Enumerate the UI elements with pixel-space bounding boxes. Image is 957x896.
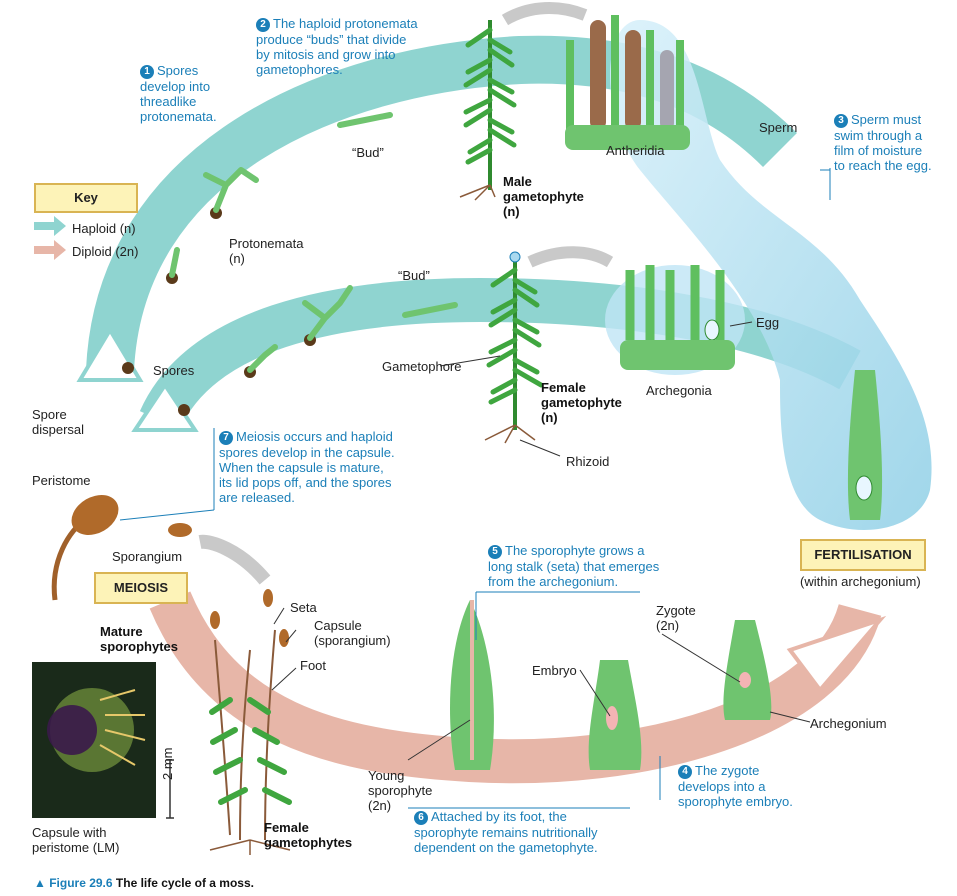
embryo-archegonium <box>588 660 642 770</box>
antheridia-label: Antheridia <box>606 143 665 158</box>
bud-label-mid: “Bud” <box>398 268 430 283</box>
archegonia-cluster <box>605 265 745 375</box>
step-5-text: The sporophyte grows a long stalk (seta)… <box>488 543 660 589</box>
figure-number: ▲ Figure 29.6 <box>34 876 113 890</box>
zygote-archegonium <box>723 620 772 720</box>
archegonia-label: Archegonia <box>646 383 712 398</box>
embryo-label: Embryo <box>532 663 577 678</box>
fertilisation-label: FERTILISATION <box>814 547 912 562</box>
seta-label: Seta <box>290 600 317 615</box>
egg-label: Egg <box>756 315 780 330</box>
antheridia-cluster <box>565 15 690 150</box>
key-haploid-label: Haploid (n) <box>72 221 136 236</box>
key-diploid-label: Diploid (2n) <box>72 244 139 259</box>
step-6-number: 6 <box>414 811 428 825</box>
step-leader-lines <box>119 168 831 809</box>
capsule-lm-photo <box>32 662 156 818</box>
key-haploid-arrow-icon <box>34 216 66 236</box>
capsule-with-peristome-label: Capsule with peristome (LM) <box>32 825 120 855</box>
capsule-label: Capsule (sporangium) <box>314 618 391 648</box>
leader-lines <box>271 321 811 761</box>
fertilisation-archegonium <box>847 370 883 520</box>
sperm-label: Sperm <box>759 120 798 135</box>
young-sporophyte <box>450 600 494 770</box>
key-title-box: Key <box>34 183 138 213</box>
peristome-label: Peristome <box>32 473 91 488</box>
diploid-arrowhead <box>786 615 887 694</box>
young-sporophyte-label: Young sporophyte (2n) <box>368 768 433 813</box>
mature-sporophytes-plants <box>209 589 292 855</box>
grey-arrow-top <box>501 2 588 26</box>
protonemata-label: Protonemata (n) <box>229 236 304 266</box>
protonemata <box>169 112 458 373</box>
zygote-label: Zygote (2n) <box>656 603 696 633</box>
step-3-number: 3 <box>834 114 848 128</box>
spore-dispersal-label: Spore dispersal <box>32 407 85 437</box>
male-gametophyte-label: Male gametophyte (n) <box>503 174 584 219</box>
bud-label-top: “Bud” <box>352 145 384 160</box>
step-6-text: Attached by its foot, the sporophyte rem… <box>414 809 598 855</box>
step-7-number: 7 <box>219 431 233 445</box>
meiosis-label: MEIOSIS <box>113 580 169 595</box>
female-gametophyte-label: Female gametophyte (n) <box>541 380 622 425</box>
step-1-text: Spores develop into threadlike protonema… <box>140 63 217 124</box>
step-4-number: 4 <box>678 765 692 779</box>
step-2-number: 2 <box>256 18 270 32</box>
archegonium-label: Archegonium <box>810 716 887 731</box>
female-gametophytes-label: Female gametophytes <box>264 820 353 850</box>
female-gametophyte-plant <box>484 251 544 444</box>
key-title: Key <box>74 190 98 205</box>
water-film <box>610 20 932 530</box>
step-5-number: 5 <box>488 545 502 559</box>
meiosis-box: MEIOSIS <box>94 572 188 604</box>
male-gametophyte-plant <box>459 20 517 201</box>
step-3-text: Sperm must swim through a film of moistu… <box>834 112 932 173</box>
within-archegonium-label: (within archegonium) <box>800 574 921 589</box>
key-diploid-arrow-icon <box>34 240 66 260</box>
spores-label: Spores <box>153 363 195 378</box>
rhizoid-label: Rhizoid <box>566 454 610 469</box>
step-1-number: 1 <box>140 65 154 79</box>
scale-label: 2 mm <box>160 747 175 781</box>
scale-bar <box>166 759 174 819</box>
step-4-text: The zygote develops into a sporophyte em… <box>678 763 793 809</box>
mature-sporophytes-label: Mature sporophytes <box>100 624 179 654</box>
grey-arrow-bottom <box>198 534 271 585</box>
gametophore-label: Gametophore <box>382 359 462 374</box>
figure-caption: ▲ Figure 29.6 The life cycle of a moss. <box>34 876 254 890</box>
opening-capsule <box>51 495 192 601</box>
foot-label: Foot <box>300 658 327 673</box>
haploid-inner-arrow <box>139 277 861 430</box>
figure-title: The life cycle of a moss. <box>115 876 254 890</box>
step-7-text: Meiosis occurs and haploid spores develo… <box>219 429 395 505</box>
grey-arrow-mid <box>527 246 614 268</box>
fertilisation-box: FERTILISATION <box>800 539 926 571</box>
sporangium-label: Sporangium <box>112 549 183 564</box>
step-2-text: The haploid protonemata produce “buds” t… <box>256 16 418 77</box>
